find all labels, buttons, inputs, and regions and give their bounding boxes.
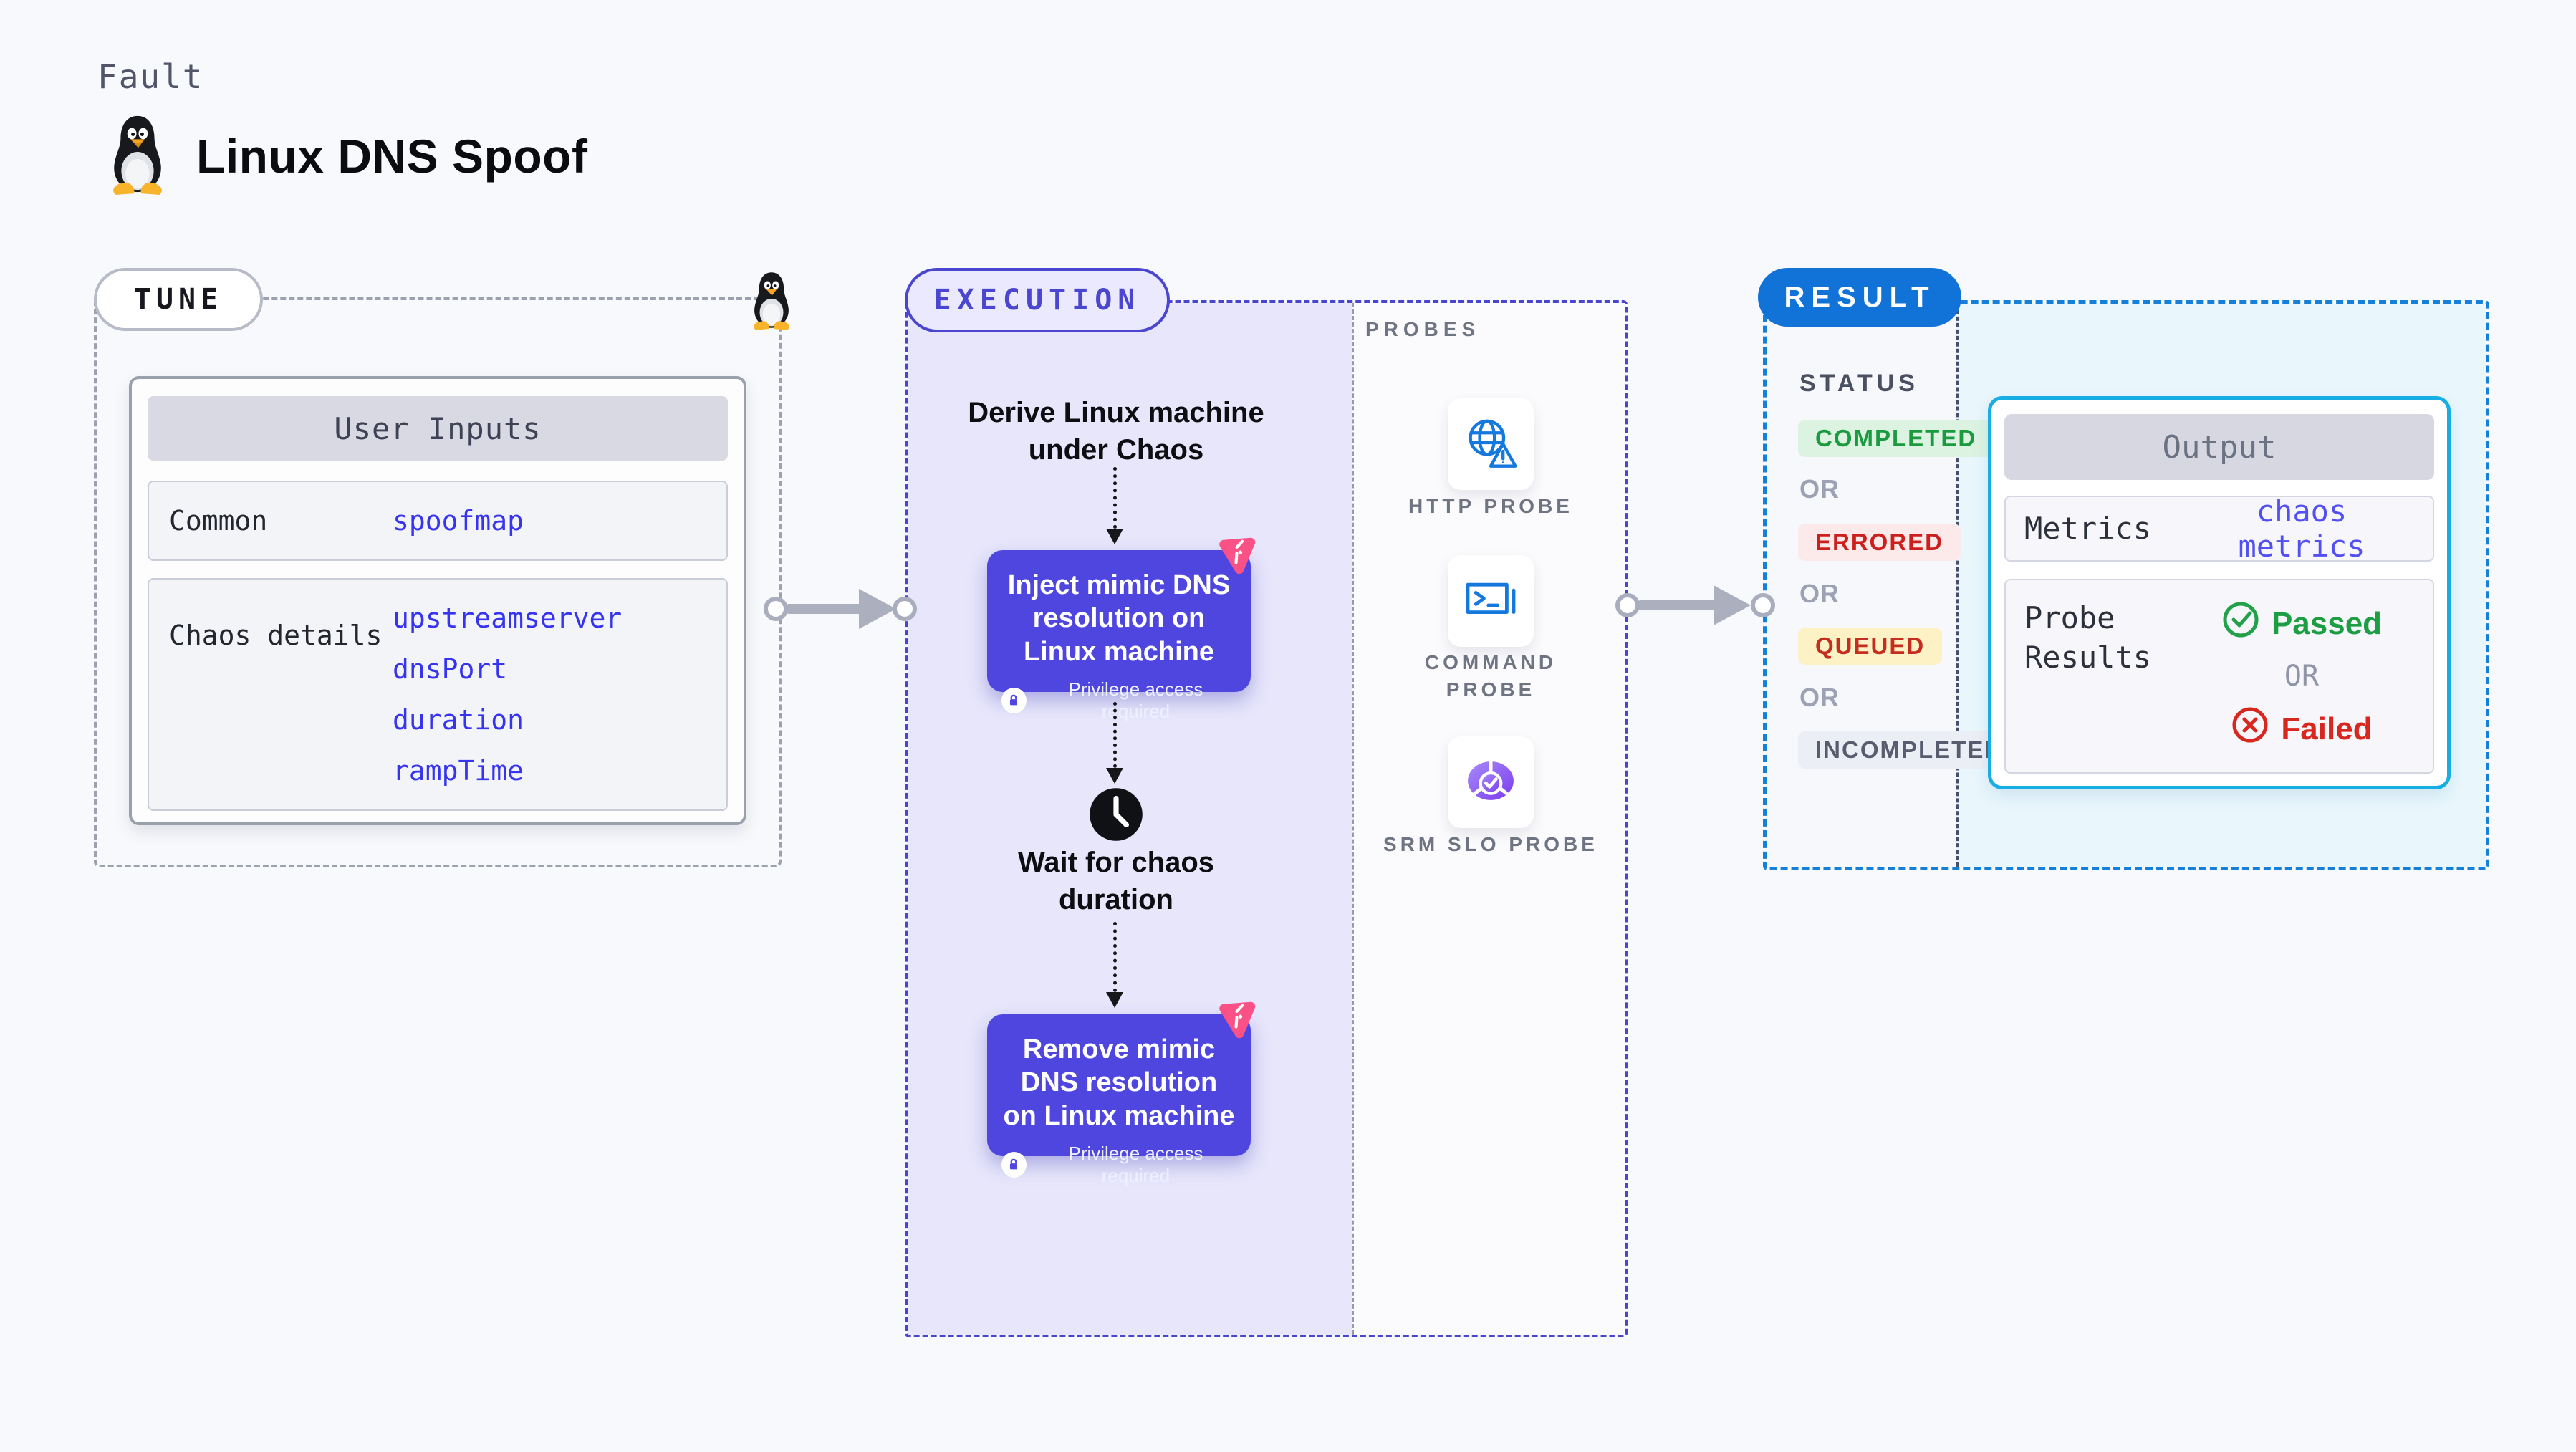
http-probe-card — [1448, 398, 1534, 490]
page-title: Linux DNS Spoof — [196, 129, 588, 183]
tux-penguin-icon — [100, 112, 175, 200]
clock-icon — [1087, 786, 1145, 847]
passed-outcome: Passed — [2221, 600, 2382, 647]
input-row-chaos-details: Chaos details upstreamserver dnsPort dur… — [148, 578, 728, 811]
tune-pill: TUNE — [94, 268, 263, 331]
result-status-column — [1767, 304, 1956, 867]
failed-outcome: Failed — [2231, 706, 2373, 752]
command-probe-label: COMMAND PROBE — [1424, 651, 1557, 701]
input-value: rampTime — [393, 755, 524, 787]
litmus-chaos-icon — [1216, 996, 1261, 1041]
input-value: duration — [393, 704, 524, 736]
input-value: spoofmap — [393, 505, 524, 537]
derive-step-label: Derive Linux machine under Chaos — [968, 397, 1264, 466]
remove-dns-node: Remove mimic DNS resolution on Linux mac… — [987, 1014, 1251, 1186]
input-value: dnsPort — [393, 653, 508, 685]
wait-step-label: Wait for chaos duration — [1017, 847, 1215, 915]
probes-section-label: PROBES — [1365, 318, 1481, 340]
slo-pie-check-icon — [1461, 751, 1521, 814]
tune-section-box — [94, 297, 782, 867]
http-probe-label: HTTP PROBE — [1408, 495, 1573, 517]
probe-results-label: Probe Results — [2024, 600, 2152, 675]
output-title: Output — [2004, 414, 2434, 480]
status-badge-incompleted: INCOMPLETED — [1798, 731, 2021, 769]
passed-label: Passed — [2271, 605, 2383, 641]
title-row: Linux DNS Spoof — [100, 112, 587, 200]
input-row-label: Chaos details — [169, 620, 383, 651]
status-label: STATUS — [1799, 370, 1919, 397]
srm-slo-probe-card — [1448, 736, 1534, 828]
dotted-arrow-icon — [1106, 702, 1123, 784]
metrics-value: chaos metrics — [2238, 494, 2365, 564]
failed-label: Failed — [2281, 711, 2373, 746]
globe-alert-icon — [1460, 412, 1522, 477]
probe-results-row: Probe Results Passed OR — [2004, 579, 2434, 774]
dotted-arrow-icon — [1106, 467, 1123, 544]
or-separator: OR — [1799, 474, 1840, 504]
check-circle-icon — [2221, 600, 2260, 647]
or-separator: OR — [2284, 660, 2320, 693]
result-pill: RESULT — [1758, 268, 1961, 327]
lock-icon — [1001, 1152, 1027, 1178]
inject-node-label: Inject mimic DNS resolution on Linux mac… — [1007, 570, 1231, 667]
lock-icon — [1001, 688, 1027, 714]
status-badge-queued: QUEUED — [1798, 628, 1943, 665]
x-circle-icon — [2231, 706, 2269, 752]
input-row-common: Common spoofmap — [148, 481, 728, 561]
tux-penguin-small-icon — [745, 269, 798, 331]
command-probe-card — [1448, 555, 1534, 647]
or-separator: OR — [1799, 683, 1840, 712]
user-inputs-title: User Inputs — [148, 396, 728, 461]
input-value: upstreamserver — [393, 602, 623, 634]
terminal-icon — [1462, 576, 1519, 627]
or-separator: OR — [1799, 579, 1840, 608]
status-badge-completed: COMPLETED — [1798, 420, 1994, 457]
input-row-label: Common — [169, 505, 268, 537]
remove-node-label: Remove mimic DNS resolution on Linux mac… — [1003, 1034, 1235, 1131]
metrics-row: Metrics chaos metrics — [2004, 494, 2434, 564]
litmus-chaos-icon — [1216, 532, 1261, 577]
inject-dns-node: Inject mimic DNS resolution on Linux mac… — [987, 550, 1251, 722]
metrics-label: Metrics — [2024, 510, 2152, 546]
privilege-note: Privilege access required — [1068, 678, 1203, 723]
output-card: Output Metrics chaos metrics Probe Resul… — [1988, 396, 2451, 789]
privilege-note: Privilege access required — [1068, 1143, 1203, 1187]
status-badge-errored: ERRORED — [1798, 524, 1961, 561]
srm-slo-probe-label: SRM SLO PROBE — [1383, 833, 1598, 855]
execution-pill: EXECUTION — [905, 268, 1170, 332]
dotted-arrow-icon — [1106, 922, 1123, 1008]
user-inputs-card: User Inputs Common spoofmap Chaos detail… — [129, 376, 746, 825]
fault-eyebrow: Fault — [97, 57, 204, 96]
